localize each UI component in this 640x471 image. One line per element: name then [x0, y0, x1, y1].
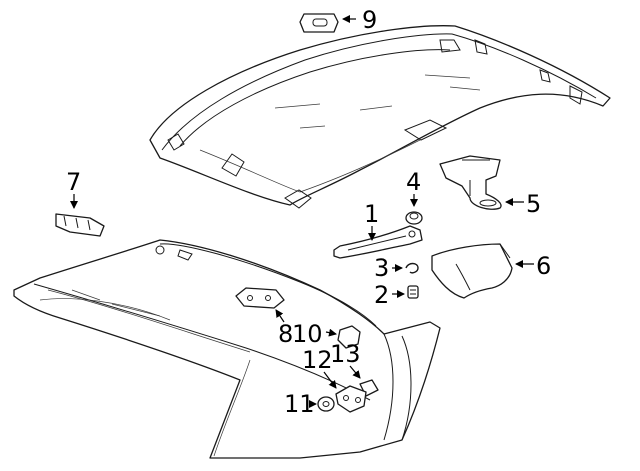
callout-13: 13 [330, 340, 361, 368]
callout-7: 7 [66, 168, 81, 196]
trunk-lid-upper [149, 25, 611, 209]
callout-10: 10 [292, 320, 323, 348]
part-9-bumper [299, 13, 339, 33]
part-12-link-plate [335, 385, 367, 413]
callout-4: 4 [406, 168, 421, 196]
part-1-hinge-arm [333, 225, 423, 259]
part-10-strap [337, 325, 361, 349]
leader-10 [325, 328, 337, 337]
callout-1: 1 [364, 200, 379, 228]
callout-12: 12 [302, 346, 333, 374]
part-4-nut [405, 211, 423, 225]
part-8-hinge-bracket [235, 287, 285, 309]
leader-12 [323, 371, 337, 389]
callout-8: 8 [278, 320, 293, 348]
part-2-bolt [407, 285, 419, 299]
callout-9: 9 [362, 6, 377, 34]
part-7-latch [55, 213, 105, 237]
callout-11: 11 [284, 390, 315, 418]
callout-6: 6 [536, 252, 551, 280]
callout-2: 2 [374, 281, 389, 309]
leader-8 [275, 309, 285, 323]
callout-5: 5 [526, 190, 541, 218]
leader-13 [349, 365, 361, 379]
part-5-bracket [439, 155, 502, 210]
part-3-clip [405, 262, 419, 274]
callout-3: 3 [374, 254, 389, 282]
part-6-cover [431, 243, 513, 299]
part-11-washer [317, 396, 335, 412]
